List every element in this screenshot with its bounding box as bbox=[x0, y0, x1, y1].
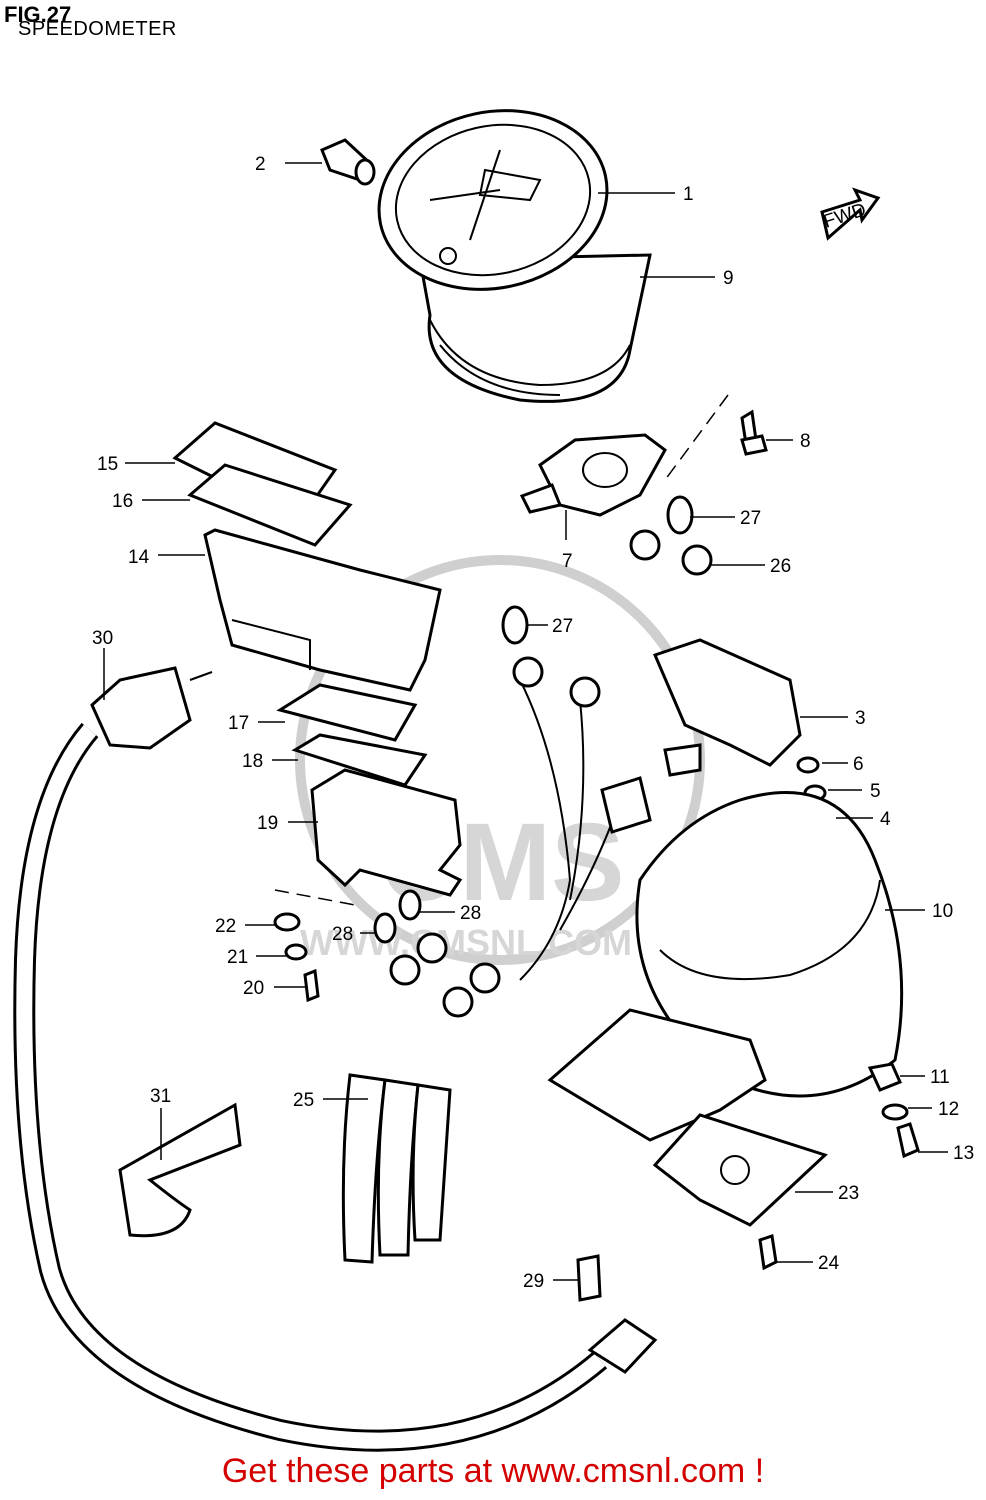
callout-31: 31 bbox=[150, 1086, 171, 1107]
indicator-socket-stack[interactable] bbox=[276, 683, 463, 897]
callout-22: 22 bbox=[215, 916, 236, 937]
callout-23: 23 bbox=[838, 1183, 859, 1204]
harness-bracket[interactable] bbox=[652, 638, 802, 777]
callout-15: 15 bbox=[97, 454, 118, 475]
callout-13: 13 bbox=[953, 1143, 974, 1164]
fwd-label: FWD bbox=[821, 199, 869, 232]
callout-5: 5 bbox=[870, 781, 881, 802]
callout-16: 16 bbox=[112, 491, 133, 512]
callout-27a: 27 bbox=[740, 508, 761, 529]
hardware-20-22[interactable] bbox=[273, 889, 356, 1003]
callout-26: 26 bbox=[770, 556, 791, 577]
meter-stay[interactable] bbox=[547, 1008, 828, 1227]
speedometer[interactable] bbox=[362, 90, 652, 403]
sensor[interactable] bbox=[320, 138, 376, 186]
callout-28a: 28 bbox=[460, 903, 481, 924]
hardware-11-13-24-29[interactable] bbox=[576, 1062, 920, 1302]
callout-1: 1 bbox=[683, 184, 694, 205]
cable-clamp[interactable] bbox=[118, 1102, 242, 1238]
callout-labels: 2 1 9 8 15 16 14 7 27 26 27 30 3 17 6 18 bbox=[92, 154, 974, 1292]
callout-7: 7 bbox=[562, 551, 573, 572]
wiring-harness[interactable] bbox=[341, 529, 713, 1264]
callout-12: 12 bbox=[938, 1099, 959, 1120]
bracket[interactable] bbox=[519, 433, 667, 517]
bolt-8[interactable] bbox=[664, 394, 768, 481]
bulbs[interactable] bbox=[373, 495, 694, 944]
callout-8: 8 bbox=[800, 431, 811, 452]
indicator-housing[interactable] bbox=[172, 421, 442, 692]
callout-9: 9 bbox=[723, 268, 734, 289]
callout-21: 21 bbox=[227, 947, 248, 968]
callout-20: 20 bbox=[243, 978, 264, 999]
callout-4: 4 bbox=[880, 809, 891, 830]
figure-subtitle: SPEEDOMETER bbox=[18, 18, 177, 40]
callout-19: 19 bbox=[257, 813, 278, 834]
callout-27b: 27 bbox=[552, 616, 573, 637]
callout-30: 30 bbox=[92, 628, 113, 649]
callout-28b: 28 bbox=[332, 924, 353, 945]
callout-2: 2 bbox=[255, 154, 266, 175]
watermark-url: WWW.CMSNL.COM bbox=[300, 922, 632, 963]
callout-25: 25 bbox=[293, 1090, 314, 1111]
callout-3: 3 bbox=[855, 708, 866, 729]
callout-14: 14 bbox=[128, 547, 150, 568]
callout-29: 29 bbox=[523, 1271, 544, 1292]
callout-6: 6 bbox=[853, 754, 864, 775]
figure-title: FIG.27 bbox=[4, 2, 72, 27]
speedometer-cable[interactable] bbox=[13, 666, 658, 1452]
callout-18: 18 bbox=[242, 751, 263, 772]
callout-10: 10 bbox=[932, 901, 953, 922]
callout-24: 24 bbox=[818, 1253, 840, 1274]
fwd-arrow-icon: FWD bbox=[820, 187, 881, 241]
footer-link[interactable]: Get these parts at www.cmsnl.com ! bbox=[221, 1452, 765, 1490]
callout-17: 17 bbox=[228, 713, 249, 734]
callout-11: 11 bbox=[930, 1067, 950, 1088]
